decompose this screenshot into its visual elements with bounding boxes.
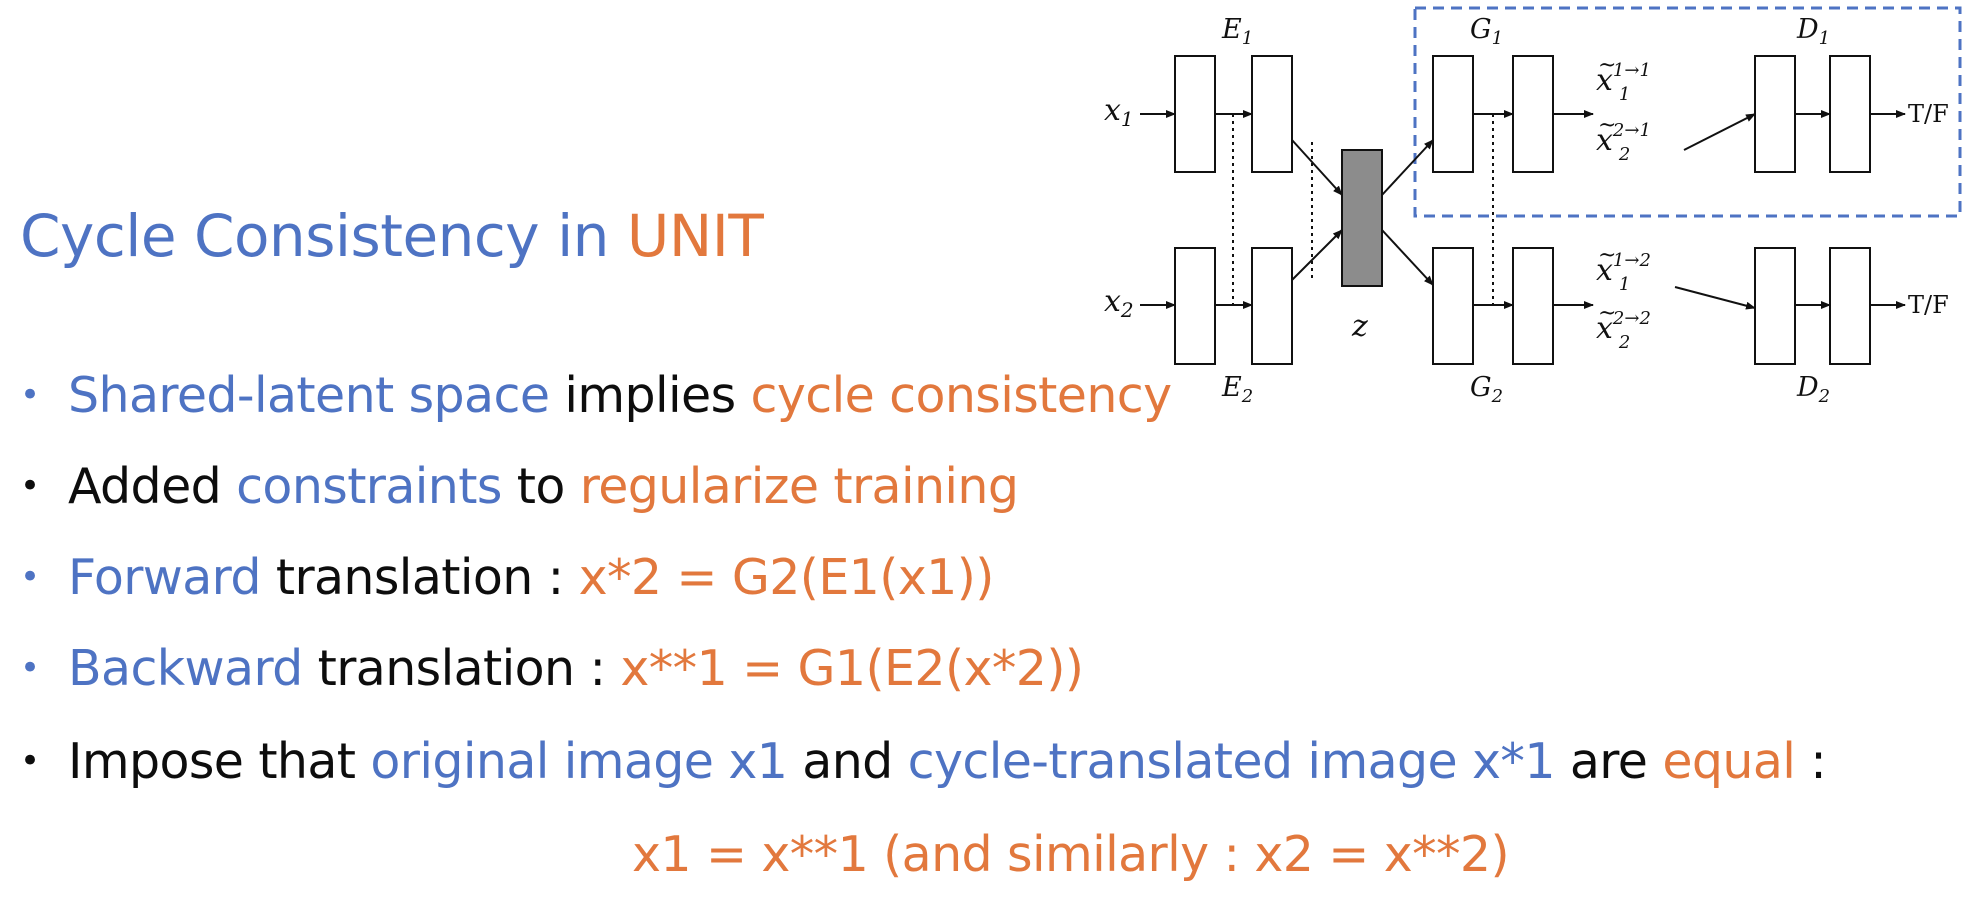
arrow xyxy=(1683,113,1756,151)
bullet-text: cycle consistency xyxy=(750,367,1173,424)
bullet-text: cycle-translated image x*1 xyxy=(907,733,1556,790)
tilde-mark: ~ xyxy=(1598,53,1616,78)
bullet-marker: • xyxy=(20,648,40,688)
tilde-mark: ~ xyxy=(1598,113,1616,138)
bullet-text: constraints xyxy=(236,458,502,515)
input-x2-label: x2 xyxy=(1104,284,1134,322)
bullet-text: implies xyxy=(549,367,751,424)
generator-g2-label: G2 xyxy=(1470,372,1503,407)
bullet-text: original image x1 xyxy=(370,733,788,790)
encoder-e1-layer xyxy=(1251,55,1293,173)
slide-title: Cycle Consistency in UNIT xyxy=(20,196,764,276)
bullet-text: x*2 = G2(E1(x1)) xyxy=(578,549,995,606)
discriminator-d2-layer xyxy=(1829,247,1871,365)
title-highlight: UNIT xyxy=(626,202,764,270)
bullet-text: Forward xyxy=(68,549,261,606)
discriminator-d2-layer xyxy=(1754,247,1796,365)
encoder-e1-layer xyxy=(1174,55,1216,173)
tilde-mark: ~ xyxy=(1598,243,1616,268)
bullet-text: translation : xyxy=(260,549,579,606)
bullet-text: x**1 = G1(E2(x*2)) xyxy=(620,640,1084,697)
bullet-added-constraints: • Added constraints to regularize trainin… xyxy=(20,453,1019,520)
latent-z-label: z xyxy=(1351,309,1368,344)
generator-g2-layer xyxy=(1432,247,1474,365)
encoder-e1-label: E1 xyxy=(1221,14,1253,49)
encoder-e2-layer xyxy=(1251,247,1293,365)
arrow xyxy=(1381,229,1434,286)
bullet-backward-translation: • Backward translation : x**1 = G1(E2(x*2… xyxy=(20,635,1084,702)
bullet-impose-equal: • Impose that original image x1 and cycle… xyxy=(20,728,1827,795)
arrow xyxy=(1291,139,1343,196)
discriminator-d1-layer xyxy=(1754,55,1796,173)
bullet-text: to xyxy=(501,458,580,515)
encoder-e2-label: E2 xyxy=(1221,372,1253,407)
discriminator-d1-layer xyxy=(1829,55,1871,173)
latent-z-block xyxy=(1341,149,1383,287)
generator-g1-layer xyxy=(1512,55,1554,173)
bullet-marker: • xyxy=(20,375,40,415)
bullet-forward-translation: • Forward translation : x*2 = G2(E1(x1)) xyxy=(20,544,994,611)
discriminator-d1-label: D1 xyxy=(1796,14,1830,49)
highlight-box xyxy=(1413,6,1962,218)
bullet-text: : xyxy=(1795,733,1827,790)
discriminator-d2-label: D2 xyxy=(1796,372,1830,407)
bullet-marker: • xyxy=(20,557,40,597)
bullet-marker: • xyxy=(20,466,40,506)
bullet-text: Impose that xyxy=(68,733,371,790)
bullet-text: equal xyxy=(1662,733,1796,790)
verdict-d2: T/F xyxy=(1908,291,1949,319)
weight-sharing-links xyxy=(1232,114,1494,305)
generator-g1-layer xyxy=(1432,55,1474,173)
title-prefix: Cycle Consistency in xyxy=(20,202,627,270)
bullet-text: are xyxy=(1554,733,1663,790)
encoder-e2-layer xyxy=(1174,247,1216,365)
bullet-text: and xyxy=(787,733,908,790)
bullet-text: regularize training xyxy=(579,458,1019,515)
tilde-mark: ~ xyxy=(1598,301,1616,326)
input-x1-label: x1 xyxy=(1104,93,1134,131)
arrow xyxy=(1381,139,1434,196)
generator-g2-layer xyxy=(1512,247,1554,365)
bullet-marker: • xyxy=(20,741,40,781)
bullet-text: Backward xyxy=(68,640,303,697)
bullet-text: Added xyxy=(68,458,237,515)
bullet-shared-latent: • Shared-latent space implies cycle consi… xyxy=(20,362,1172,429)
bullet-text: translation : xyxy=(302,640,621,697)
generator-g1-label: G1 xyxy=(1470,14,1503,49)
verdict-d1: T/F xyxy=(1908,100,1949,128)
arrow xyxy=(1291,229,1343,281)
bullet-text: Shared-latent space xyxy=(68,367,550,424)
cycle-equality-formula: x1 = x**1 (and similarly : x2 = x**2) xyxy=(632,826,1510,883)
arrow xyxy=(1674,286,1756,310)
